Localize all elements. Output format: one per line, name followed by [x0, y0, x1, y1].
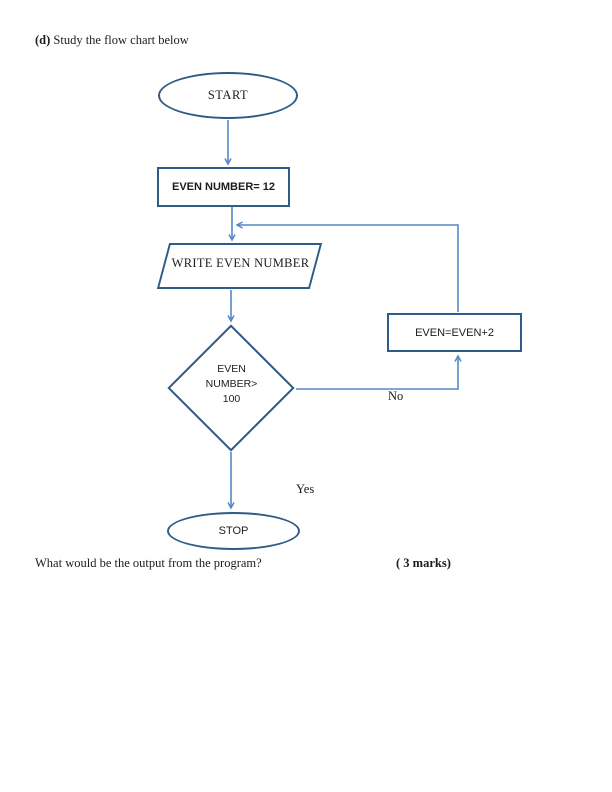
connector-increment-loopback	[235, 221, 459, 312]
decision-line2: NUMBER>	[205, 378, 258, 390]
no-branch-label: No	[388, 389, 404, 403]
connector-no-branch	[296, 354, 462, 390]
stop-terminator: STOP	[167, 512, 300, 550]
marks-text: ( 3 marks)	[396, 556, 451, 570]
heading-text: Study the flow chart below	[50, 33, 189, 47]
question-part-label: (d)	[35, 33, 51, 47]
yes-branch-label: Yes	[296, 482, 315, 496]
write-output-label: WRITE EVEN NUMBER	[171, 256, 310, 270]
start-terminator: START	[158, 72, 298, 119]
start-label: START	[207, 88, 249, 102]
question-heading: (d) Study the flow chart below	[35, 33, 189, 48]
init-process-box: EVEN NUMBER= 12	[157, 167, 290, 207]
increment-process-box: EVEN=EVEN+2	[387, 313, 522, 352]
decision-line1: EVEN	[217, 363, 246, 375]
question-text: What would be the output from the progra…	[35, 556, 262, 570]
init-label: EVEN NUMBER= 12	[171, 181, 275, 193]
increment-label: EVEN=EVEN+2	[415, 326, 494, 339]
decision-label: EVEN NUMBER> 100	[186, 362, 277, 407]
decision-line3: 100	[222, 393, 241, 405]
stop-label: STOP	[218, 525, 249, 537]
